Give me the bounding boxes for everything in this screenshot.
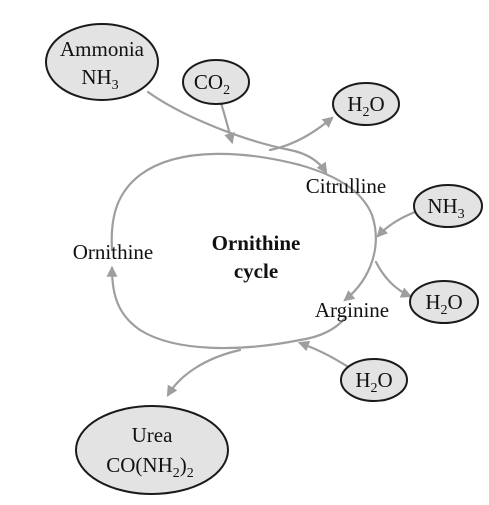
label-citrulline: Citrulline — [306, 174, 387, 198]
cycle-arc-left-upper — [110, 152, 302, 252]
node-h2o-out-1-formula: H2O — [347, 92, 384, 120]
cycle-loop — [106, 152, 377, 350]
node-h2o-out-2: H2O — [409, 280, 479, 324]
cycle-arc-bottom — [106, 265, 302, 350]
arrow-h2o-in — [297, 340, 352, 370]
node-urea: Urea CO(NH2)2 — [75, 405, 229, 495]
node-ammonia: Ammonia NH3 — [45, 23, 159, 101]
arrow-ammonia-in — [146, 90, 328, 174]
label-arginine: Arginine — [315, 298, 389, 322]
node-nh3-formula: NH3 — [427, 194, 464, 222]
node-h2o-in: H2O — [340, 358, 408, 402]
arrow-nh3-in — [376, 210, 417, 238]
cycle-arc-arginine-bottom — [298, 316, 347, 342]
node-ammonia-label: Ammonia — [60, 37, 145, 61]
arrow-h2o-out-1 — [268, 116, 334, 152]
node-h2o-out-2-formula: H2O — [425, 290, 462, 318]
arrow-h2o-out-2 — [374, 260, 413, 298]
arrow-urea-out — [166, 348, 242, 397]
node-co2: CO2 — [182, 59, 250, 105]
node-urea-label: Urea — [132, 423, 173, 447]
arrow-co2-in — [218, 98, 235, 145]
node-ammonia-formula: NH3 — [81, 65, 118, 93]
cycle-title-line2: cycle — [234, 259, 278, 283]
node-urea-formula: CO(NH2)2 — [106, 453, 194, 481]
cycle-arc-right-lower — [343, 213, 377, 302]
node-h2o-out-1: H2O — [332, 82, 400, 126]
cycle-title-line1: Ornithine — [212, 231, 301, 255]
node-nh3: NH3 — [413, 184, 483, 228]
node-h2o-in-formula: H2O — [355, 368, 392, 396]
cycle-arc-right-upper — [298, 163, 374, 217]
label-ornithine: Ornithine — [73, 240, 153, 264]
node-co2-formula: CO2 — [194, 70, 230, 98]
